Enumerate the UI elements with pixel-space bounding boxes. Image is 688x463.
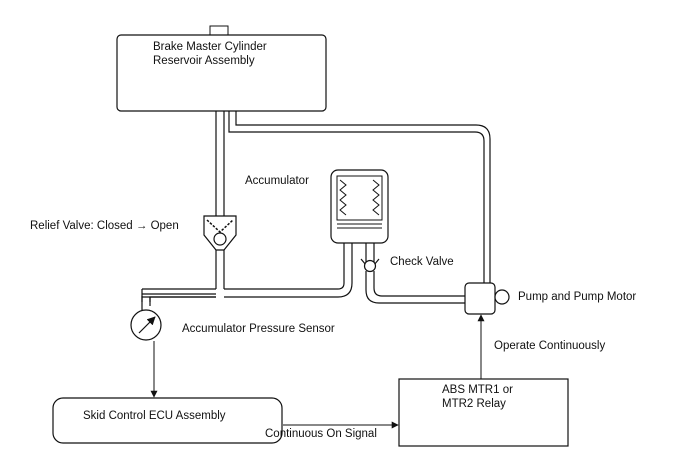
relief-valve bbox=[203, 215, 237, 251]
check-valve-label: Check Valve bbox=[390, 256, 454, 268]
operate-label: Operate Continuously bbox=[494, 340, 606, 352]
ecu-label: Skid Control ECU Assembly bbox=[83, 410, 226, 422]
check-valve bbox=[360, 258, 380, 273]
pressure-sensor bbox=[130, 309, 162, 341]
reservoir-box bbox=[116, 25, 327, 112]
signal-label: Continuous On Signal bbox=[265, 428, 377, 440]
reservoir-label: Brake Master Cylinder Reservoir Assembly bbox=[153, 41, 267, 67]
relay-box bbox=[398, 378, 569, 447]
signal-arrows bbox=[150, 314, 485, 429]
accumulator-label: Accumulator bbox=[245, 175, 309, 187]
pump-label: Pump and Pump Motor bbox=[518, 291, 637, 303]
ecu-box bbox=[52, 397, 283, 444]
accumulator bbox=[330, 169, 389, 244]
pipe-lines bbox=[141, 111, 491, 310]
relay-label: ABS MTR1 or MTR2 Relay bbox=[442, 384, 513, 410]
relief-valve-label: Relief Valve: Closed → Open bbox=[30, 220, 179, 232]
pressure-sensor-label: Accumulator Pressure Sensor bbox=[182, 323, 335, 335]
pump-motor bbox=[464, 282, 510, 315]
